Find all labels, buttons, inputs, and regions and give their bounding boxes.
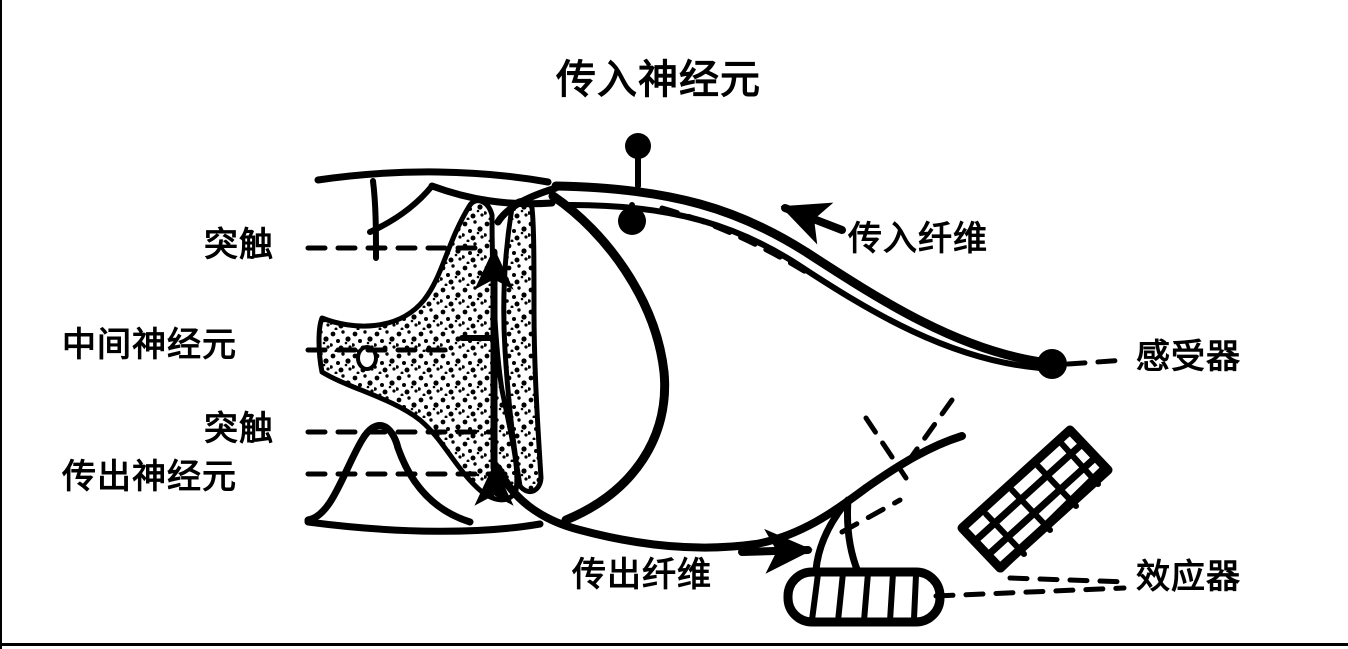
leader-receptor bbox=[1065, 357, 1129, 367]
label-synapse-upper: 突触 bbox=[204, 225, 274, 265]
receptor-dot bbox=[1037, 349, 1067, 379]
leader-effector-5 bbox=[839, 497, 903, 535]
page-title: 传入神经元 bbox=[556, 57, 761, 103]
label-interneuron: 中间神经元 bbox=[62, 325, 237, 365]
label-effector: 效应器 bbox=[1136, 557, 1241, 597]
afferent-neuron bbox=[494, 133, 1053, 371]
label-efferent-fiber: 传出纤维 bbox=[572, 555, 712, 595]
striated-muscle-lower bbox=[783, 567, 945, 627]
leader-lines bbox=[305, 245, 1131, 599]
page-bottom-rule bbox=[0, 643, 1348, 646]
spinal-cord-outline bbox=[304, 168, 670, 535]
label-synapse-lower: 突触 bbox=[204, 409, 274, 449]
efferent-neuron bbox=[494, 432, 966, 576]
leader-effector-4 bbox=[899, 397, 955, 473]
label-receptor: 感受器 bbox=[1136, 337, 1241, 377]
leader-effector-1 bbox=[1007, 575, 1131, 585]
label-afferent-fiber: 传入纤维 bbox=[848, 219, 988, 259]
leader-effector-3 bbox=[863, 415, 909, 481]
striated-muscle-upper bbox=[957, 425, 1113, 573]
page-left-rule bbox=[0, 0, 2, 649]
leader-effector-2 bbox=[933, 585, 1127, 599]
label-efferent-neuron: 传出神经元 bbox=[62, 457, 237, 497]
